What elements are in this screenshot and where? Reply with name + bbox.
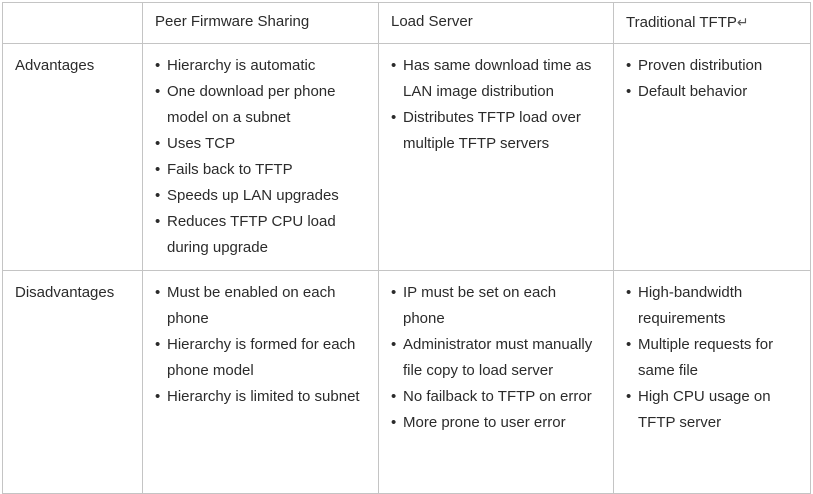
row-label-advantages: Advantages <box>2 43 143 271</box>
list-item: One download per phone model on a subnet <box>155 79 367 131</box>
cell-advantages-peer-firmware-sharing: Hierarchy is automatic One download per … <box>142 43 379 271</box>
bullet-list: Has same download time as LAN image dist… <box>391 53 602 157</box>
list-item: More prone to user error <box>391 410 602 436</box>
list-item: No failback to TFTP on error <box>391 384 602 410</box>
header-traditional-tftp: Traditional TFTP↵ <box>613 2 811 44</box>
list-item: Hierarchy is limited to subnet <box>155 384 367 410</box>
cell-advantages-traditional-tftp: Proven distribution Default behavior <box>613 43 811 271</box>
bullet-list: Hierarchy is automatic One download per … <box>155 53 367 261</box>
list-item: IP must be set on each phone <box>391 280 602 332</box>
list-item: Proven distribution <box>626 53 799 79</box>
list-item: Default behavior <box>626 79 799 105</box>
return-mark-icon: ↵ <box>736 14 749 30</box>
list-item: Distributes TFTP load over multiple TFTP… <box>391 105 602 157</box>
list-item: Reduces TFTP CPU load during upgrade <box>155 209 367 261</box>
cell-disadvantages-peer-firmware-sharing: Must be enabled on each phone Hierarchy … <box>142 270 379 494</box>
list-item: Hierarchy is automatic <box>155 53 367 79</box>
bullet-list: IP must be set on each phone Administrat… <box>391 280 602 436</box>
bullet-list: Must be enabled on each phone Hierarchy … <box>155 280 367 410</box>
cell-advantages-load-server: Has same download time as LAN image dist… <box>378 43 614 271</box>
cell-disadvantages-traditional-tftp: High-bandwidth requirements Multiple req… <box>613 270 811 494</box>
table-body: Advantages Hierarchy is automatic One do… <box>2 43 811 494</box>
cell-disadvantages-load-server: IP must be set on each phone Administrat… <box>378 270 614 494</box>
corner-header <box>2 2 143 44</box>
header-row: Peer Firmware Sharing Load Server Tradit… <box>2 2 811 44</box>
row-label-disadvantages: Disadvantages <box>2 270 143 494</box>
list-item: Fails back to TFTP <box>155 157 367 183</box>
list-item: High CPU usage on TFTP server <box>626 384 799 436</box>
header-load-server: Load Server <box>378 2 614 44</box>
table-row: Disadvantages Must be enabled on each ph… <box>2 270 811 494</box>
table-header: Peer Firmware Sharing Load Server Tradit… <box>2 2 811 44</box>
list-item: Hierarchy is formed for each phone model <box>155 332 367 384</box>
list-item: High-bandwidth requirements <box>626 280 799 332</box>
bullet-list: Proven distribution Default behavior <box>626 53 799 105</box>
bullet-list: High-bandwidth requirements Multiple req… <box>626 280 799 436</box>
header-peer-firmware-sharing: Peer Firmware Sharing <box>142 2 379 44</box>
list-item: Administrator must manually file copy to… <box>391 332 602 384</box>
list-item: Must be enabled on each phone <box>155 280 367 332</box>
header-traditional-tftp-label: Traditional TFTP <box>626 14 737 31</box>
list-item: Speeds up LAN upgrades <box>155 183 367 209</box>
table-row: Advantages Hierarchy is automatic One do… <box>2 43 811 271</box>
list-item: Multiple requests for same file <box>626 332 799 384</box>
list-item: Has same download time as LAN image dist… <box>391 53 602 105</box>
list-item: Uses TCP <box>155 131 367 157</box>
